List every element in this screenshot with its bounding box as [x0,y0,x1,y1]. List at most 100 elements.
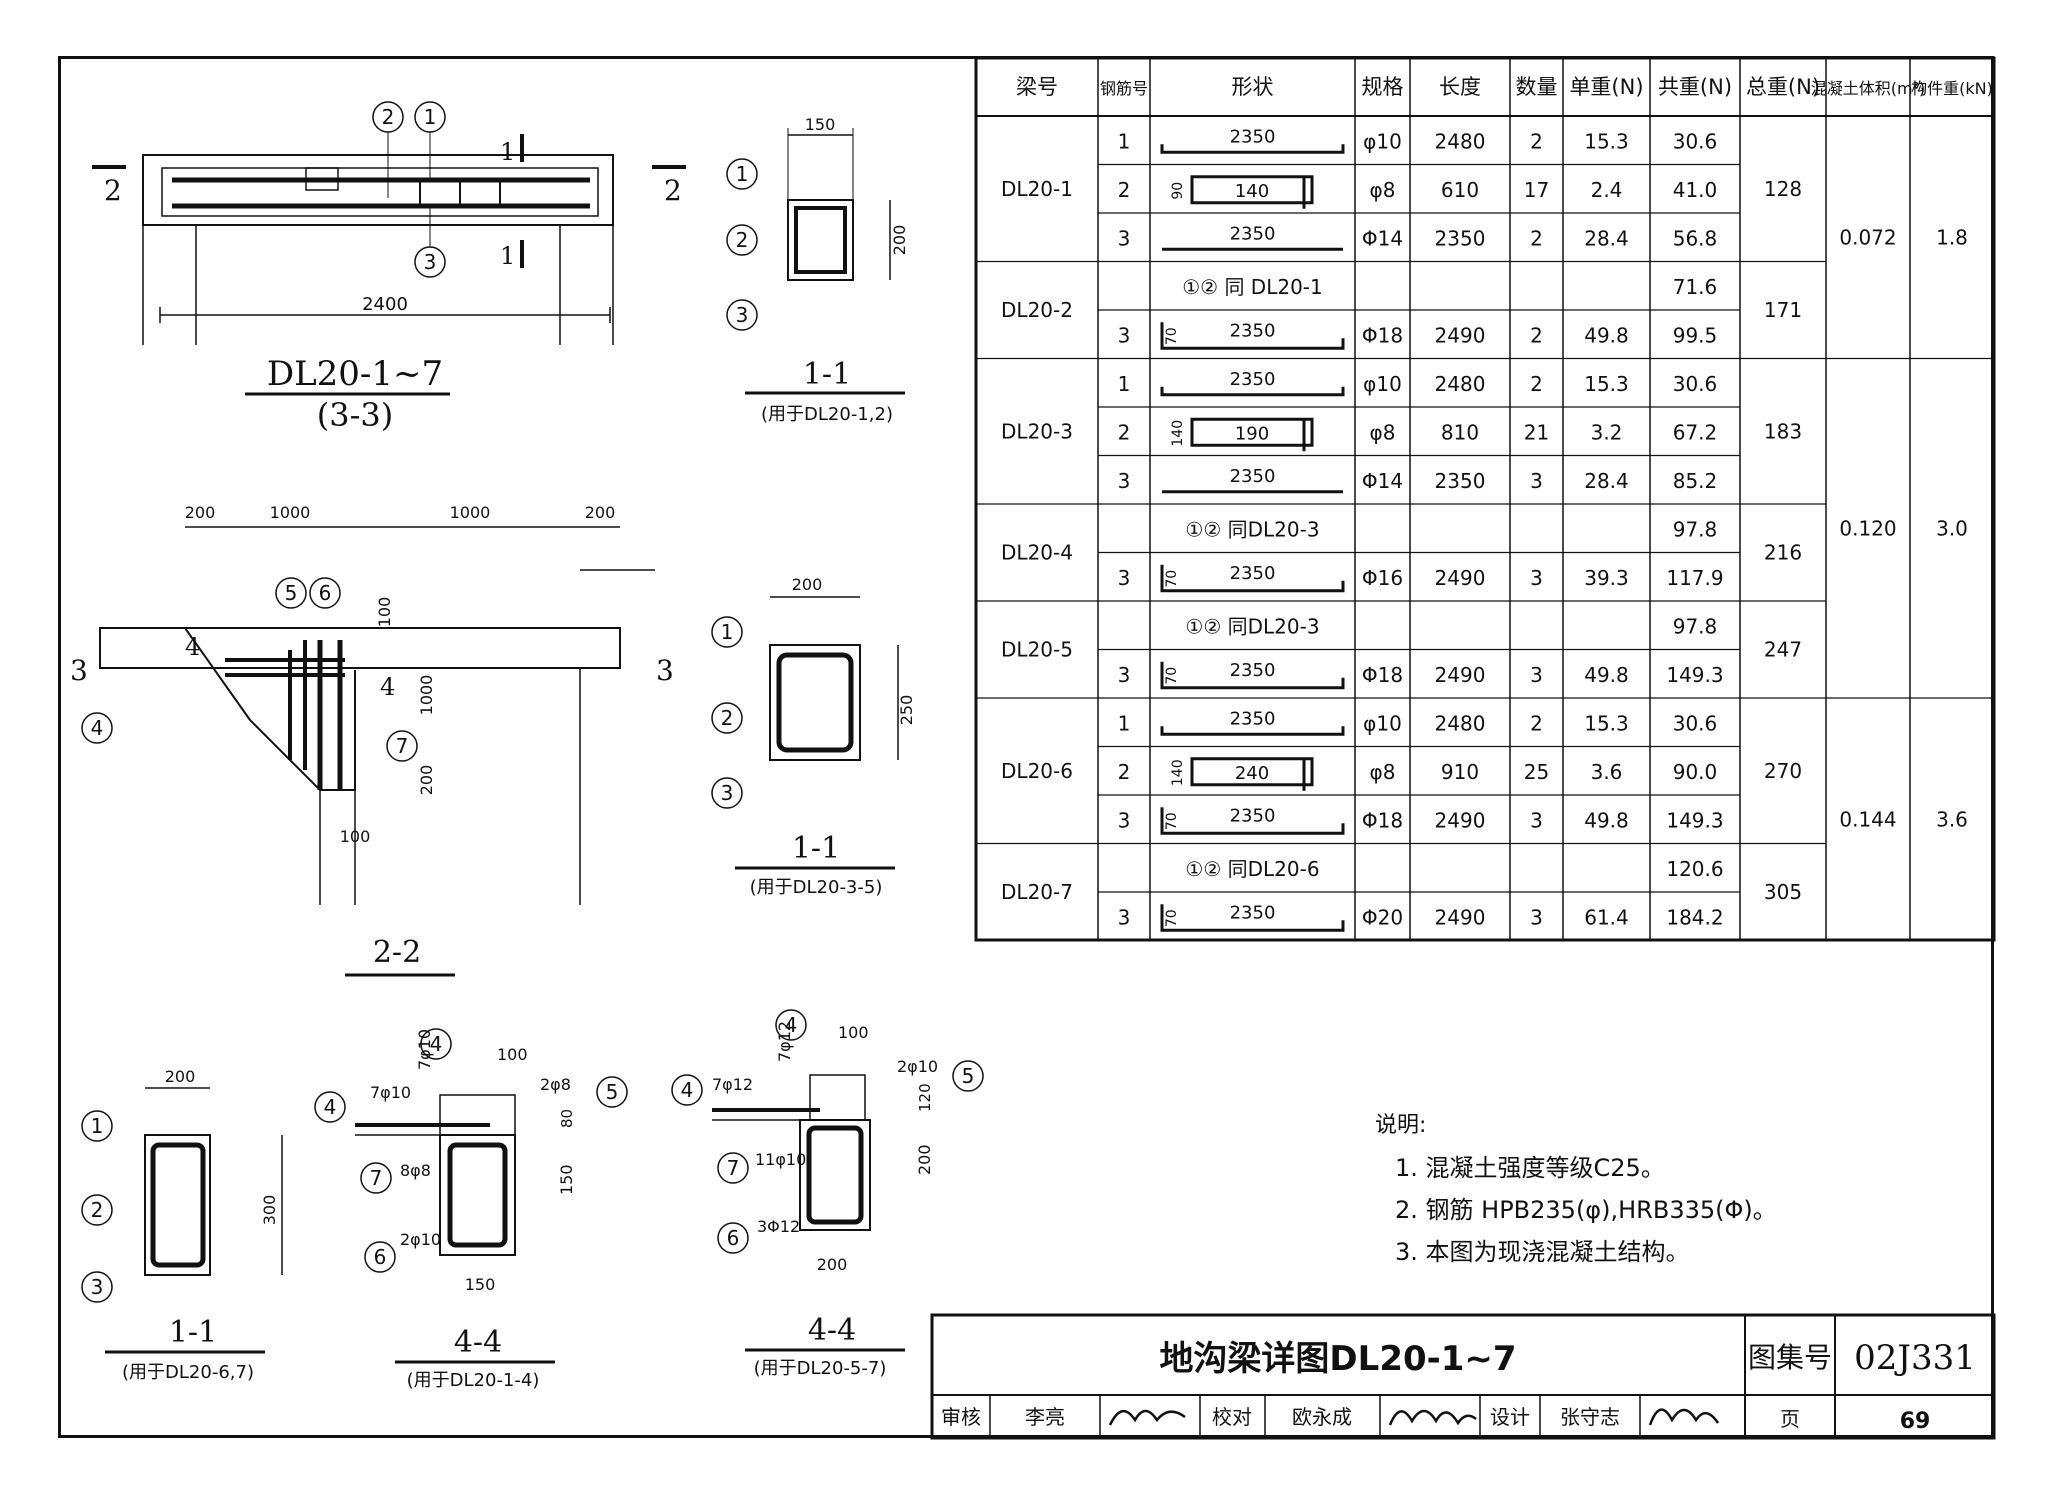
sec11a-note: (用于DL20-1,2) [761,404,893,425]
total-weight: 183 [1764,419,1802,443]
cell-spec: φ8 [1370,420,1396,444]
header-concrete-vol: 混凝土体积(m³) [1811,79,1926,98]
header-length: 长度 [1439,75,1481,99]
marker-5: 5 [285,581,298,605]
cell-unit: 3.6 [1591,760,1623,784]
marker-3: 3 [721,781,734,805]
cell-qty: 3 [1530,808,1543,832]
sec44b-l5: 3Φ12 [757,1217,800,1236]
cell-unit: 49.8 [1584,808,1629,832]
member-weight: 3.6 [1936,807,1968,831]
sec22-dim-d: 200 [585,503,616,522]
sec44b-d200: 200 [915,1144,934,1175]
reviewer-signature [1108,1409,1186,1426]
cell-qty: 17 [1524,178,1549,202]
marker-3: 3 [736,303,749,327]
checker-signature [1388,1409,1477,1426]
sec22-dim-b: 1000 [270,503,311,522]
marker-2: 2 [736,228,749,252]
marker-3: 3 [91,1275,104,1299]
beam-id: DL20-1 [1001,177,1073,201]
designer-signature [1648,1408,1720,1426]
note-2: 2. 钢筋 HPB235(φ),HRB335(Φ)。 [1395,1196,1777,1224]
sec11a-title: 1-1 [803,357,851,392]
cell-unit: 49.8 [1584,663,1629,687]
concrete-volume: 0.144 [1839,807,1896,831]
cell-qty: 2 [1530,372,1543,396]
shape-ref: ①② 同DL20-6 [1185,857,1319,881]
bar-shape [1160,386,1345,397]
cell-bar: 2 [1118,420,1131,444]
sec44a-l4: 8φ8 [400,1161,431,1180]
shape-len: 2350 [1230,126,1276,147]
header-total-w: 总重(N) [1746,75,1820,99]
marker-6: 6 [374,1245,387,1269]
shape-ref: ①② 同DL20-3 [1185,614,1319,638]
cell-sub: 30.6 [1673,372,1718,396]
atlas-label: 图集号 [1748,1341,1832,1374]
elevation-span-dim: 2400 [362,294,408,315]
sec44b-l3: 2φ10 [897,1057,938,1076]
beam-id: DL20-5 [1001,638,1073,662]
cell-sub: 149.3 [1666,808,1723,832]
cell-qty: 2 [1530,323,1543,347]
cell-spec: Φ18 [1362,663,1403,687]
cell-bar: 1 [1118,129,1131,153]
sec44b-l2: 7φ12 [775,1021,794,1062]
marker-2: 2 [91,1198,104,1222]
sec44a-l2: 7φ10 [415,1029,434,1070]
marker-4: 4 [681,1078,694,1102]
cell-len: 2490 [1435,566,1486,590]
sec44a-width: 150 [465,1275,496,1294]
cell-qty: 3 [1530,566,1543,590]
cell-sub: 97.8 [1673,517,1718,541]
cell-sub: 97.8 [1673,614,1718,638]
sec44a-d150: 150 [557,1164,576,1195]
design-label: 设计 [1490,1405,1530,1429]
sec44a-l1: 7φ10 [370,1083,411,1102]
cell-bar: 3 [1118,566,1131,590]
stirrup-shape [1190,757,1314,787]
check-label: 校对 [1212,1405,1252,1429]
total-weight: 128 [1764,177,1802,201]
elevation-drawing: 2400 2 2 1 1 2 1 3 DL20-1~7 (3-3) [92,101,686,434]
sec11c-note: (用于DL20-6,7) [122,1362,254,1383]
marker-7: 7 [370,1166,383,1190]
cell-unit: 15.3 [1584,129,1629,153]
stirrup-shape [1190,417,1314,447]
cell-qty: 3 [1530,663,1543,687]
sec11b-note: (用于DL20-3-5) [750,877,883,898]
cell-len: 2490 [1435,905,1486,929]
marker-7: 7 [727,1156,740,1180]
cell-spec: φ8 [1370,760,1396,784]
cell-unit: 39.3 [1584,566,1629,590]
shape-h: 70 [1164,812,1180,830]
shape-h: 140 [1170,420,1186,447]
sec11b-width: 200 [792,575,823,594]
total-weight: 305 [1764,880,1802,904]
bar-shape [1160,904,1345,932]
drawing-title: 地沟梁详图DL20-1~7 [1159,1339,1516,1379]
review-label: 审核 [941,1405,981,1429]
cell-len: 810 [1441,420,1479,444]
cell-unit: 3.2 [1591,420,1623,444]
sec44b-l1: 7φ12 [712,1075,753,1094]
sec11c-width: 200 [165,1067,196,1086]
cell-bar: 3 [1118,905,1131,929]
sec22-cut4-right: 4 [380,673,395,701]
cell-sub: 30.6 [1673,711,1718,735]
marker-1: 1 [736,162,749,186]
sec22-d100b: 100 [340,827,371,846]
shape-len: 2350 [1230,223,1276,244]
header-bar-no: 钢筋号 [1100,79,1148,98]
total-weight: 247 [1764,638,1802,662]
cell-qty: 21 [1524,420,1549,444]
marker-4-top: 4 [785,1013,798,1037]
beam-id: DL20-4 [1001,541,1073,565]
cell-qty: 2 [1530,129,1543,153]
cell-qty: 2 [1530,226,1543,250]
cell-len: 2480 [1435,129,1486,153]
sec44b-note: (用于DL20-5-7) [754,1358,887,1379]
sec44a-note: (用于DL20-1-4) [407,1370,540,1391]
